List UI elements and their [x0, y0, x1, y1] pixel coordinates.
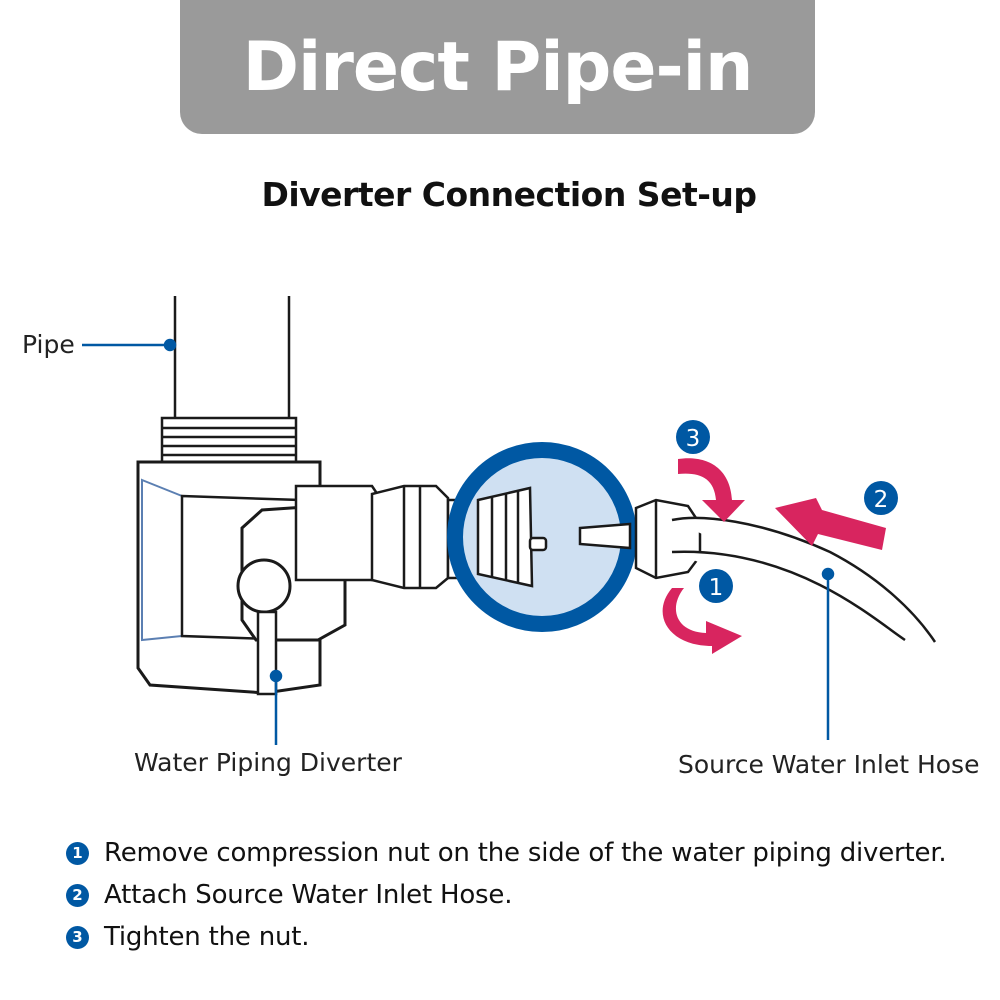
diverter-label: Water Piping Diverter — [134, 748, 402, 777]
inlet-hose — [634, 498, 937, 643]
marker-3: 3 — [676, 420, 710, 454]
step-2-text: Attach Source Water Inlet Hose. — [104, 880, 513, 910]
svg-text:1: 1 — [709, 575, 724, 601]
step-1: 1 Remove compression nut on the side of … — [66, 832, 947, 874]
arrow-step-3 — [678, 458, 745, 522]
marker-2: 2 — [864, 481, 898, 515]
threaded-collar — [160, 416, 298, 472]
step-2: 2 Attach Source Water Inlet Hose. — [66, 874, 946, 916]
steps-list: 1 Remove compression nut on the side of … — [66, 832, 947, 958]
step-2-badge: 2 — [66, 883, 89, 907]
svg-text:3: 3 — [686, 426, 701, 452]
marker-1: 1 — [699, 569, 733, 603]
step-1-badge: 1 — [66, 841, 89, 865]
page-title: Direct Pipe-in — [242, 27, 754, 107]
step-3-text: Tighten the nut. — [104, 922, 310, 952]
svg-text:2: 2 — [874, 487, 889, 513]
step-3-badge: 3 — [66, 925, 89, 949]
zoom-detail — [447, 442, 637, 632]
diagram-subtitle: Diverter Connection Set-up — [261, 175, 757, 214]
pipe-drawing — [173, 296, 291, 425]
arrow-step-2 — [775, 498, 886, 550]
hose-label: Source Water Inlet Hose — [678, 750, 980, 779]
side-outlet — [294, 484, 466, 590]
arrow-step-1 — [662, 588, 742, 654]
title-banner: Direct Pipe-in — [180, 0, 815, 134]
step-3: 3 Tighten the nut. — [66, 916, 946, 958]
pipe-label: Pipe — [22, 330, 75, 359]
step-1-text: Remove compression nut on the side of th… — [104, 838, 947, 868]
leader-lines — [82, 338, 835, 745]
